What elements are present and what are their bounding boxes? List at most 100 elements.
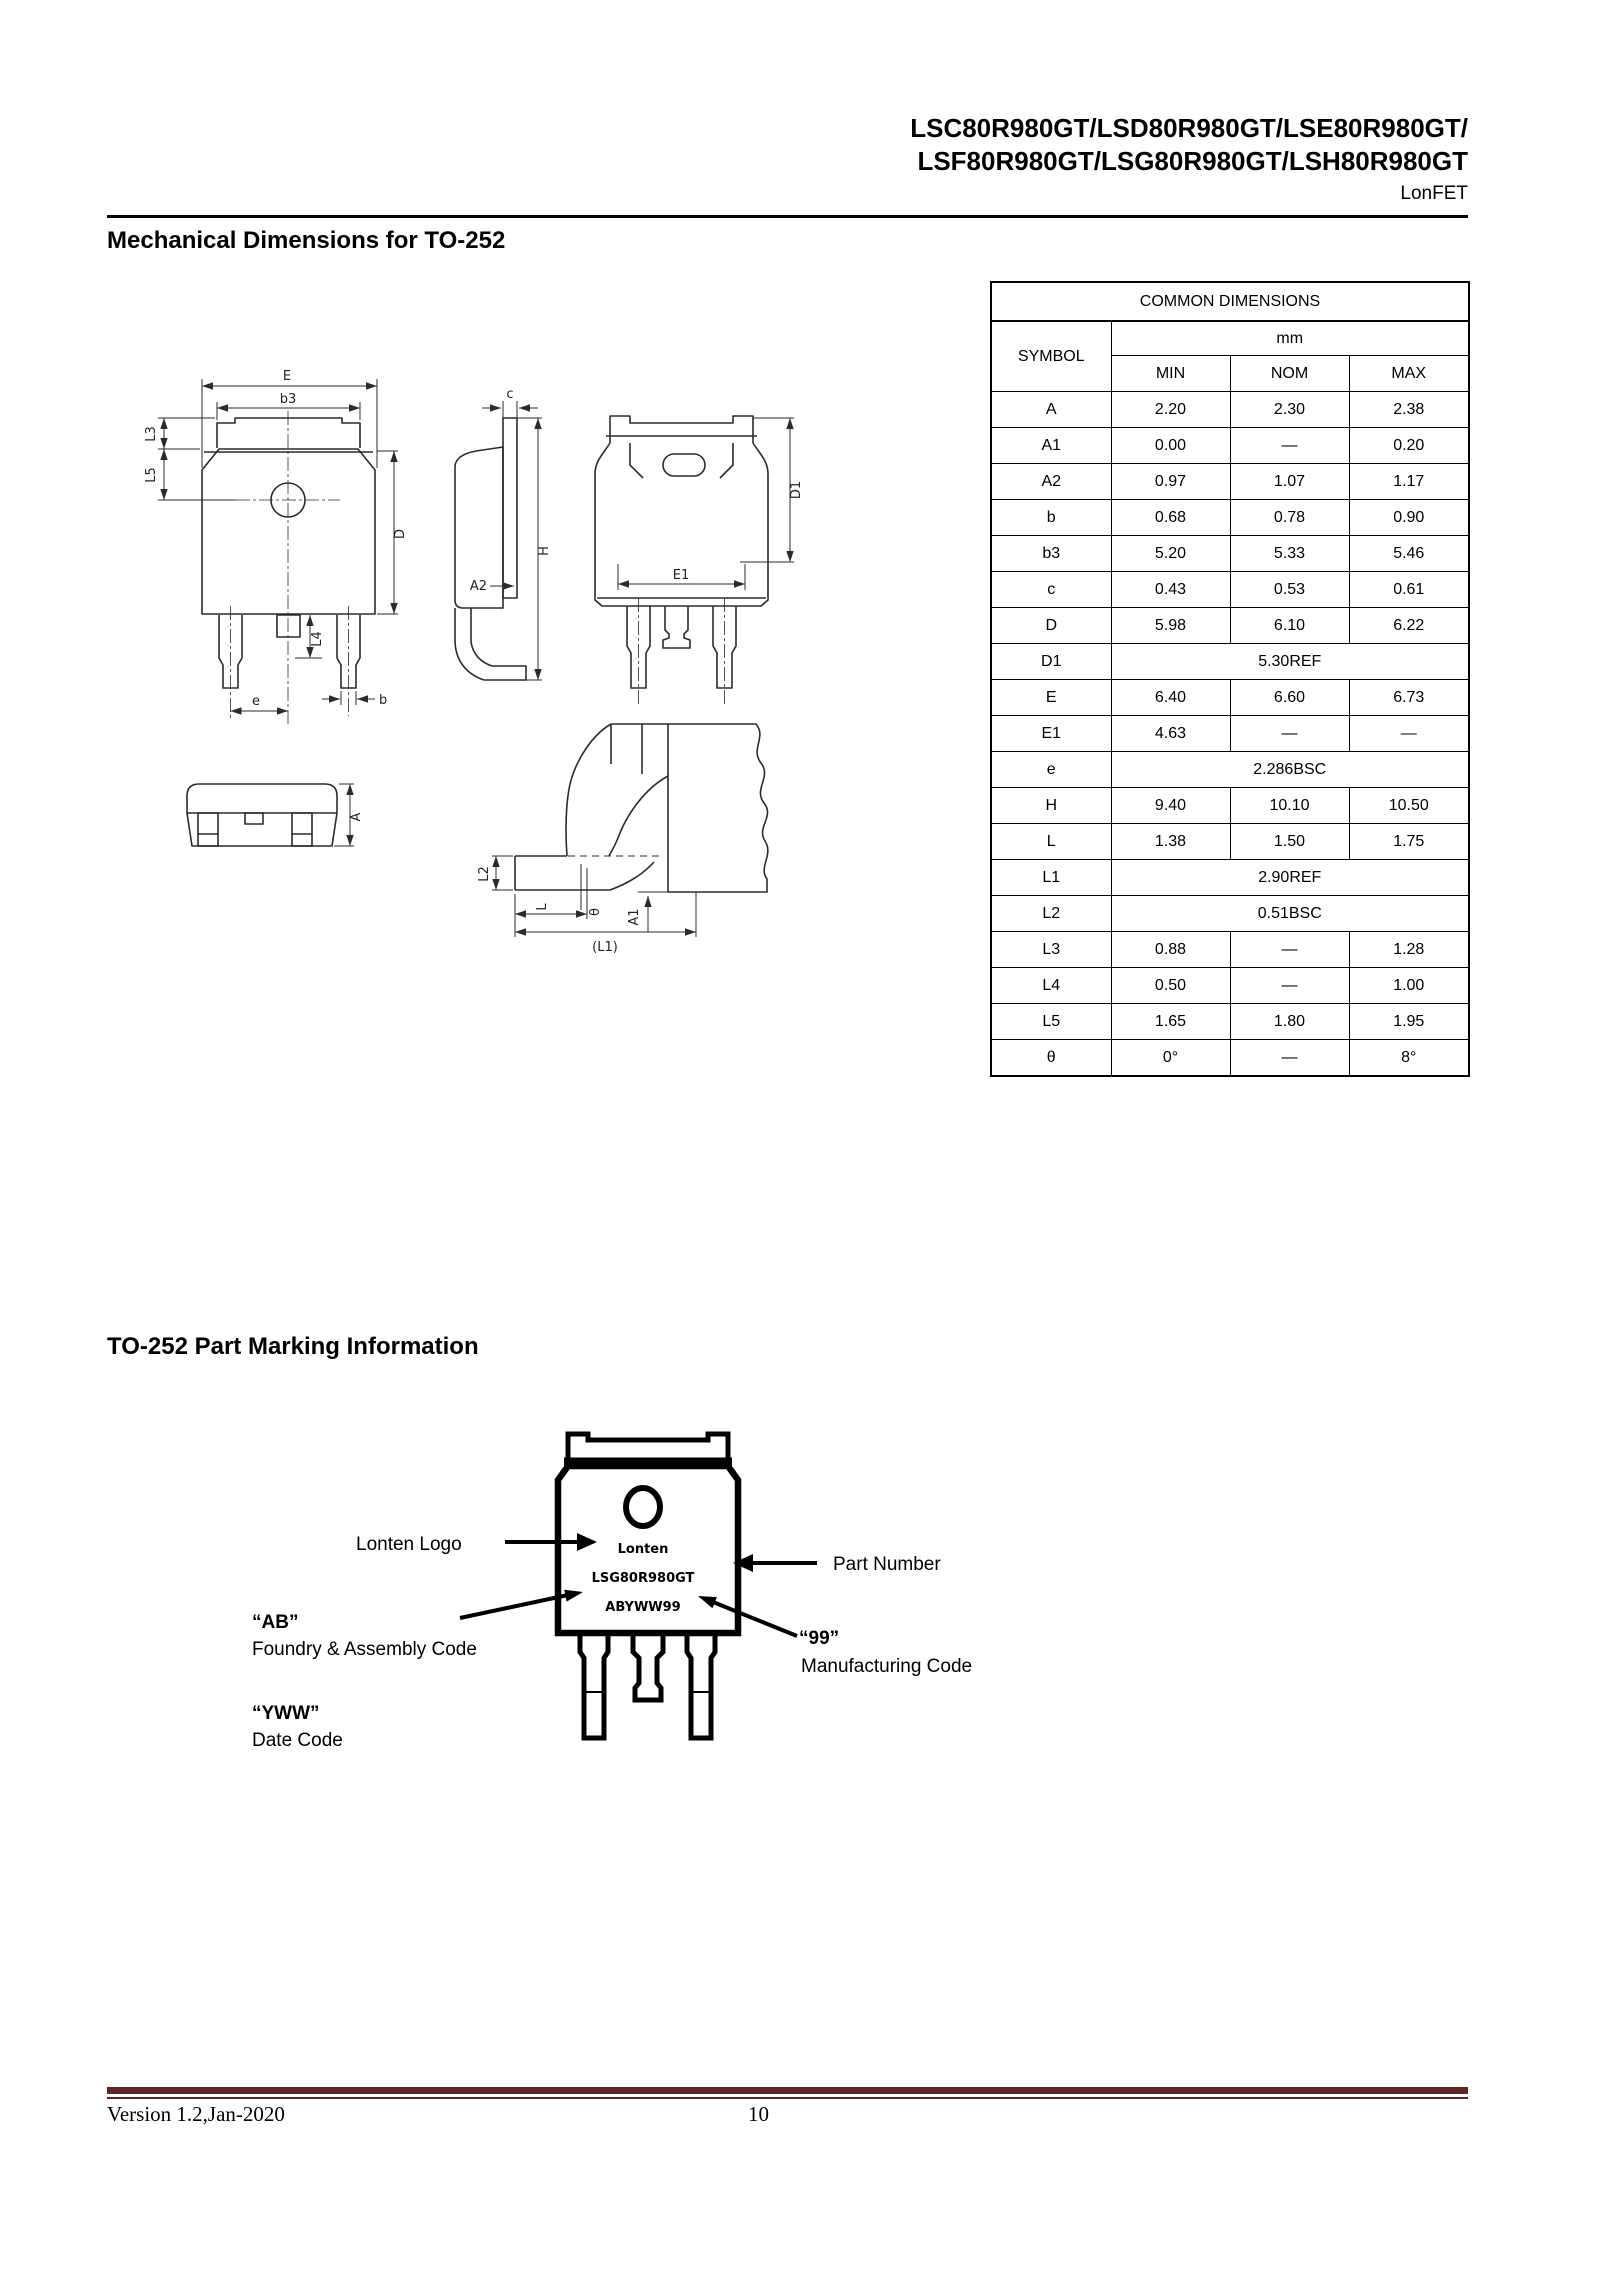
dim-label-E: E — [283, 369, 291, 384]
symbol-cell: E — [990, 679, 1112, 716]
dim-label-L5: L5 — [144, 467, 159, 483]
min-cell: 0.50 — [1110, 967, 1231, 1004]
section-title-mechanical: Mechanical Dimensions for TO-252 — [107, 227, 506, 254]
footer-version: Version 1.2,Jan-2020 — [107, 2102, 285, 2126]
symbol-cell: A — [990, 391, 1112, 428]
max-cell: 5.46 — [1348, 535, 1470, 572]
dim-label-L1: (L1) — [592, 940, 618, 955]
mechanical-drawings: E b3 L3 L5 D L4 — [144, 369, 804, 955]
dim-label-H: H — [537, 546, 552, 556]
span-value-cell: 2.90REF — [1110, 859, 1470, 896]
lonten-logo-label: Lonten Logo — [356, 1534, 462, 1555]
min-cell: 4.63 — [1110, 715, 1231, 752]
min-cell: 5.98 — [1110, 607, 1231, 644]
mfg-code-label: “99” — [799, 1628, 840, 1649]
dim-label-c: c — [506, 387, 513, 402]
yww-code-label: “YWW” — [252, 1703, 320, 1724]
symbol-cell: L — [990, 823, 1112, 860]
marking-line-logo: Lonten — [618, 1542, 669, 1557]
min-cell: 6.40 — [1110, 679, 1231, 716]
max-cell: 6.73 — [1348, 679, 1470, 716]
nom-cell: 0.53 — [1229, 571, 1350, 608]
table-title: COMMON DIMENSIONS — [990, 281, 1470, 322]
symbol-header: SYMBOL — [990, 320, 1112, 392]
max-cell: 1.28 — [1348, 931, 1470, 968]
header-rule — [107, 215, 1468, 218]
nom-cell: 6.60 — [1229, 679, 1350, 716]
max-cell: 1.75 — [1348, 823, 1470, 860]
unit-header: mm — [1110, 320, 1470, 356]
symbol-cell: θ — [990, 1039, 1112, 1077]
min-cell: 0.97 — [1110, 463, 1231, 500]
nom-cell: — — [1229, 715, 1350, 752]
symbol-cell: L2 — [990, 895, 1112, 932]
dim-label-e: e — [252, 694, 260, 709]
span-value-cell: 2.286BSC — [1110, 751, 1470, 788]
symbol-cell: A1 — [990, 427, 1112, 464]
nom-cell: 2.30 — [1229, 391, 1350, 428]
dim-label-A2: A2 — [470, 579, 487, 594]
marking-diagram: Lonten LSG80R980GT ABYWW99 — [459, 1431, 817, 1741]
nom-cell: 6.10 — [1229, 607, 1350, 644]
max-cell: 2.38 — [1348, 391, 1470, 428]
min-cell: 0° — [1110, 1039, 1231, 1077]
dim-label-L4: L4 — [310, 631, 325, 647]
symbol-cell: H — [990, 787, 1112, 824]
max-cell: 1.17 — [1348, 463, 1470, 500]
symbol-cell: A2 — [990, 463, 1112, 500]
max-cell: 6.22 — [1348, 607, 1470, 644]
symbol-cell: b — [990, 499, 1112, 536]
min-cell: 0.68 — [1110, 499, 1231, 536]
header-title-line1: LSC80R980GT/LSD80R980GT/LSE80R980GT/ — [910, 113, 1468, 143]
symbol-cell: L4 — [990, 967, 1112, 1004]
max-cell: 8° — [1348, 1039, 1470, 1077]
mfg-arrowhead — [698, 1596, 717, 1609]
dim-label-L3: L3 — [144, 426, 159, 442]
dimensions-table: COMMON DIMENSIONS SYMBOL mm MIN NOM MAX … — [990, 281, 1471, 1077]
ab-arrowhead — [564, 1589, 583, 1602]
nom-cell: 1.80 — [1229, 1003, 1350, 1040]
date-code-label: Date Code — [252, 1730, 343, 1751]
symbol-cell: E1 — [990, 715, 1112, 752]
table-unit-row: SYMBOL mm — [990, 320, 1470, 392]
nom-header: NOM — [1229, 355, 1350, 392]
lead-detail-view: L2 L θ A1 (L1) — [477, 723, 769, 955]
dim-label-b: b — [379, 693, 387, 708]
marking-package-text: Lonten LSG80R980GT ABYWW99 — [592, 1542, 695, 1615]
nom-cell: — — [1229, 1039, 1350, 1077]
max-header: MAX — [1348, 355, 1470, 392]
max-cell: 1.00 — [1348, 967, 1470, 1004]
table-title-row: COMMON DIMENSIONS — [990, 281, 1470, 322]
section-title-marking: TO-252 Part Marking Information — [107, 1333, 479, 1360]
min-cell: 1.38 — [1110, 823, 1231, 860]
marking-line-part-number: LSG80R980GT — [592, 1571, 695, 1586]
ab-code-label: “AB” — [252, 1612, 299, 1633]
dim-label-A1: A1 — [627, 908, 642, 925]
marking-package-outline — [554, 1431, 742, 1741]
symbol-cell: e — [990, 751, 1112, 788]
max-cell: 10.50 — [1348, 787, 1470, 824]
max-cell: 0.61 — [1348, 571, 1470, 608]
footer-bar-thin — [107, 2097, 1468, 2099]
min-header: MIN — [1110, 355, 1231, 392]
front-view: E b3 L3 L5 D L4 — [144, 369, 408, 726]
dim-label-E1: E1 — [673, 568, 690, 583]
min-cell: 9.40 — [1110, 787, 1231, 824]
header-title-line2: LSF80R980GT/LSG80R980GT/LSH80R980GT — [917, 146, 1468, 176]
dim-label-theta: θ — [588, 908, 603, 916]
nom-cell: 1.07 — [1229, 463, 1350, 500]
min-cell: 0.43 — [1110, 571, 1231, 608]
